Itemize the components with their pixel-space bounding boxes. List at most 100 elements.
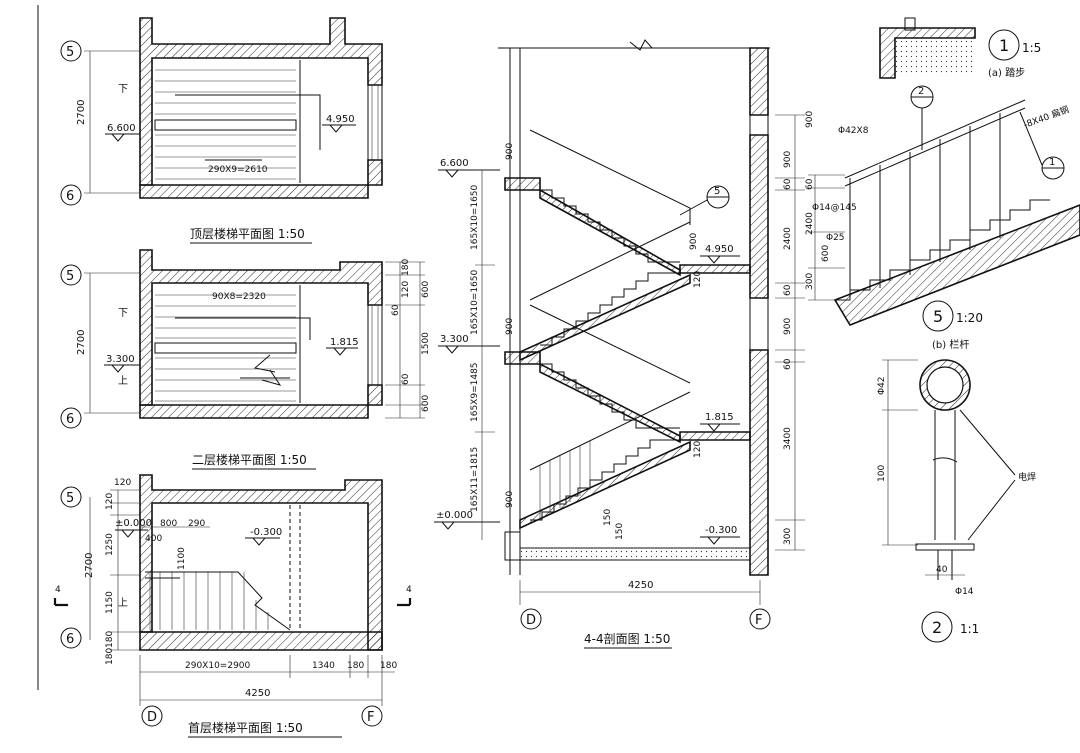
section-title: 4-4剖面图 1:50 [584, 632, 670, 646]
dim-text: 600 [421, 395, 431, 412]
dim-text: 150 [615, 523, 625, 540]
section-mark: 4 [406, 585, 412, 595]
detail-caption: (b) 栏杆 [932, 338, 969, 351]
axis-bubble [141, 705, 163, 727]
flight-dim: 165X11=1815 [470, 447, 480, 512]
dim-text: 60 [401, 373, 411, 385]
up-label: 上 [118, 375, 128, 387]
detail-bubble [988, 29, 1020, 61]
axis-label: F [367, 710, 374, 725]
ground-plan: 120 120 1250 2700 1150 180 180 5 6 ±0.00… [53, 474, 412, 738]
dim-text: 150 [603, 509, 613, 526]
detail-number: 5 [933, 307, 943, 326]
rail-label: -8X40 扁钢 [1022, 103, 1071, 131]
flight-dim: 165X9=1485 [470, 362, 480, 422]
down-label: 下 [118, 84, 128, 95]
dim-text: 3400 [783, 427, 793, 450]
rail-label: Φ25 [826, 233, 845, 243]
detail-caption: (a) 踏步 [988, 66, 1025, 79]
down-label: 下 [118, 308, 128, 319]
axis-bubble [60, 184, 82, 206]
dim-total: 4250 [245, 688, 270, 699]
axis-bubble [60, 40, 82, 62]
axis-label: F [755, 613, 762, 628]
dim-text: 300 [783, 528, 793, 545]
plan-title: 首层楼梯平面图 1:50 [188, 720, 303, 735]
rail-label: Φ42X8 [838, 126, 869, 136]
dim-text: 290X10=2900 [185, 661, 251, 671]
level-label: -0.300 [250, 527, 282, 538]
axis-bubble [749, 608, 771, 630]
dim-text: 2700 [84, 553, 95, 578]
dim-text: 120 [105, 493, 115, 510]
dim-text: 180 [380, 661, 397, 671]
rail-label: 900 [805, 111, 815, 128]
level-label: 3.300 [440, 334, 469, 345]
rail-label: 300 [805, 273, 815, 290]
weld-label: 电焊 [1018, 471, 1036, 483]
dim-text: 1250 [105, 533, 115, 556]
dim-text: 900 [505, 318, 515, 335]
detail-rail: Φ42X8 Φ14@145 Φ25 -8X40 扁钢 900 60 2400 6… [805, 85, 1080, 351]
detail-scale: 1:5 [1022, 41, 1041, 55]
level-label: 3.300 [106, 354, 135, 365]
dim-text: 600 [421, 281, 431, 298]
axis-label: 5 [66, 45, 74, 60]
axis-bubble [60, 627, 82, 649]
axis-bubble [361, 705, 383, 727]
detail-number: 2 [932, 618, 942, 637]
level-label: 4.950 [705, 244, 734, 255]
rail-label: Φ14@145 [812, 203, 857, 213]
axis-bubble [520, 608, 542, 630]
level-label: 6.600 [440, 158, 469, 169]
dim-text: 120 [693, 271, 703, 288]
axis-label: D [526, 613, 536, 628]
detail-handrail: Φ42 100 40 Φ14 电焊 2 1:1 [877, 359, 1036, 643]
dim-total: 4250 [628, 580, 653, 591]
dim-text: 900 [783, 318, 793, 335]
dim-text: 60 [783, 284, 793, 296]
dim-text: 1100 [177, 547, 187, 570]
callout-number: 5 [714, 186, 720, 197]
up-label: 上 [118, 597, 128, 609]
flight-dim: 165X10=1650 [470, 184, 480, 250]
detail-step: 1 1:5 (a) 踏步 [879, 17, 1041, 79]
dim-text: 800 [160, 519, 177, 529]
axis-bubble [60, 407, 82, 429]
detail-number: 1 [999, 36, 1009, 55]
level-label: 6.600 [107, 123, 136, 134]
tread-dim: 290X9=2610 [208, 165, 268, 175]
dim-text: 400 [145, 534, 162, 544]
second-plan: 2700 180 600 120 60 1500 60 600 5 6 下 3.… [60, 249, 431, 470]
dim-text: 60 [783, 358, 793, 370]
axis-bubble [60, 264, 82, 286]
dim-text: 180 [347, 661, 364, 671]
handrail-dim: 100 [877, 465, 887, 482]
second-plan-dim: 2700 [76, 330, 87, 355]
dim-text: 180 [105, 648, 115, 665]
dim-text: 180 [105, 631, 115, 648]
handrail-dim: Φ14 [955, 587, 974, 597]
dim-text: 180 [401, 259, 411, 276]
level-label: -0.300 [705, 525, 737, 536]
level-label: ±0.000 [115, 518, 152, 529]
rail-label: 60 [805, 178, 815, 190]
flight-dim: 165X10=1650 [470, 269, 480, 335]
detail-scale: 1:1 [960, 622, 979, 636]
axis-label: 5 [66, 491, 74, 506]
dim-text: 120 [401, 281, 411, 298]
handrail-dim: Φ42 [877, 376, 887, 395]
axis-label: 6 [66, 412, 74, 427]
dim-text: 900 [689, 233, 699, 250]
handrail-dim: 40 [936, 565, 948, 575]
axis-label: D [147, 710, 157, 725]
section-mark: 4 [55, 585, 61, 595]
rail-label: 2400 [805, 212, 815, 235]
callout-number: 2 [918, 86, 924, 97]
detail-bubble [921, 611, 953, 643]
dim-text: 290 [188, 519, 205, 529]
dim-text: 120 [693, 441, 703, 458]
callout-number: 1 [1049, 157, 1055, 168]
level-label: 4.950 [326, 114, 355, 125]
